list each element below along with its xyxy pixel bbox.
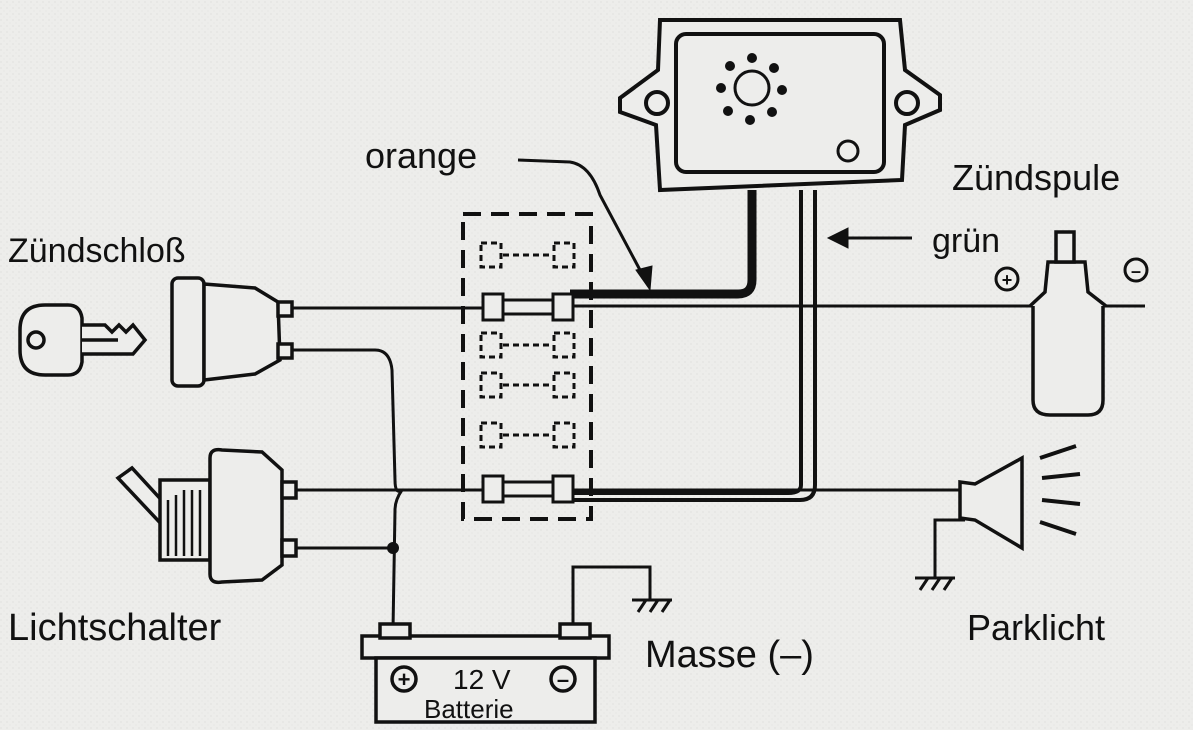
light-switch-ribs <box>166 490 202 556</box>
key-icon <box>18 303 148 377</box>
label-battery-voltage: 12 V <box>453 664 511 695</box>
empty-fuse-slots <box>479 241 576 449</box>
label-parking-light: Parklicht <box>967 607 1105 648</box>
parking-light <box>958 444 1081 552</box>
fuse-lights <box>481 474 575 504</box>
label-battery-name: Batterie <box>424 694 514 724</box>
ignition-switch <box>170 276 294 388</box>
light-switch <box>115 447 298 585</box>
ground-symbol-battery <box>632 598 672 613</box>
fuse-box <box>461 212 593 521</box>
fuse-box-outline <box>461 212 593 521</box>
coil-plus-sign: + <box>1002 270 1013 290</box>
label-wire-orange: orange <box>365 135 477 176</box>
label-light-switch: Lichtschalter <box>8 607 222 649</box>
circuit-wires <box>292 304 1145 631</box>
green-pointer <box>826 227 912 249</box>
coil-minus-sign: – <box>1131 261 1141 281</box>
fuse-ignition <box>481 292 575 322</box>
ignition-module <box>618 18 942 193</box>
ignition-coil <box>994 230 1149 417</box>
ground-symbol-parklight <box>915 576 955 591</box>
module-connector-pins <box>716 53 787 125</box>
battery-plus-sign: + <box>398 667 411 692</box>
label-ground: Masse (–) <box>645 634 814 676</box>
label-wire-green: grün <box>932 222 1000 260</box>
junction-dot <box>387 542 399 554</box>
orange-pointer <box>517 158 653 292</box>
label-ignition-coil: Zündspule <box>952 157 1120 198</box>
label-ignition-switch: Zündschloß <box>8 232 186 270</box>
battery-minus-sign: – <box>557 667 569 692</box>
battery <box>360 622 611 724</box>
